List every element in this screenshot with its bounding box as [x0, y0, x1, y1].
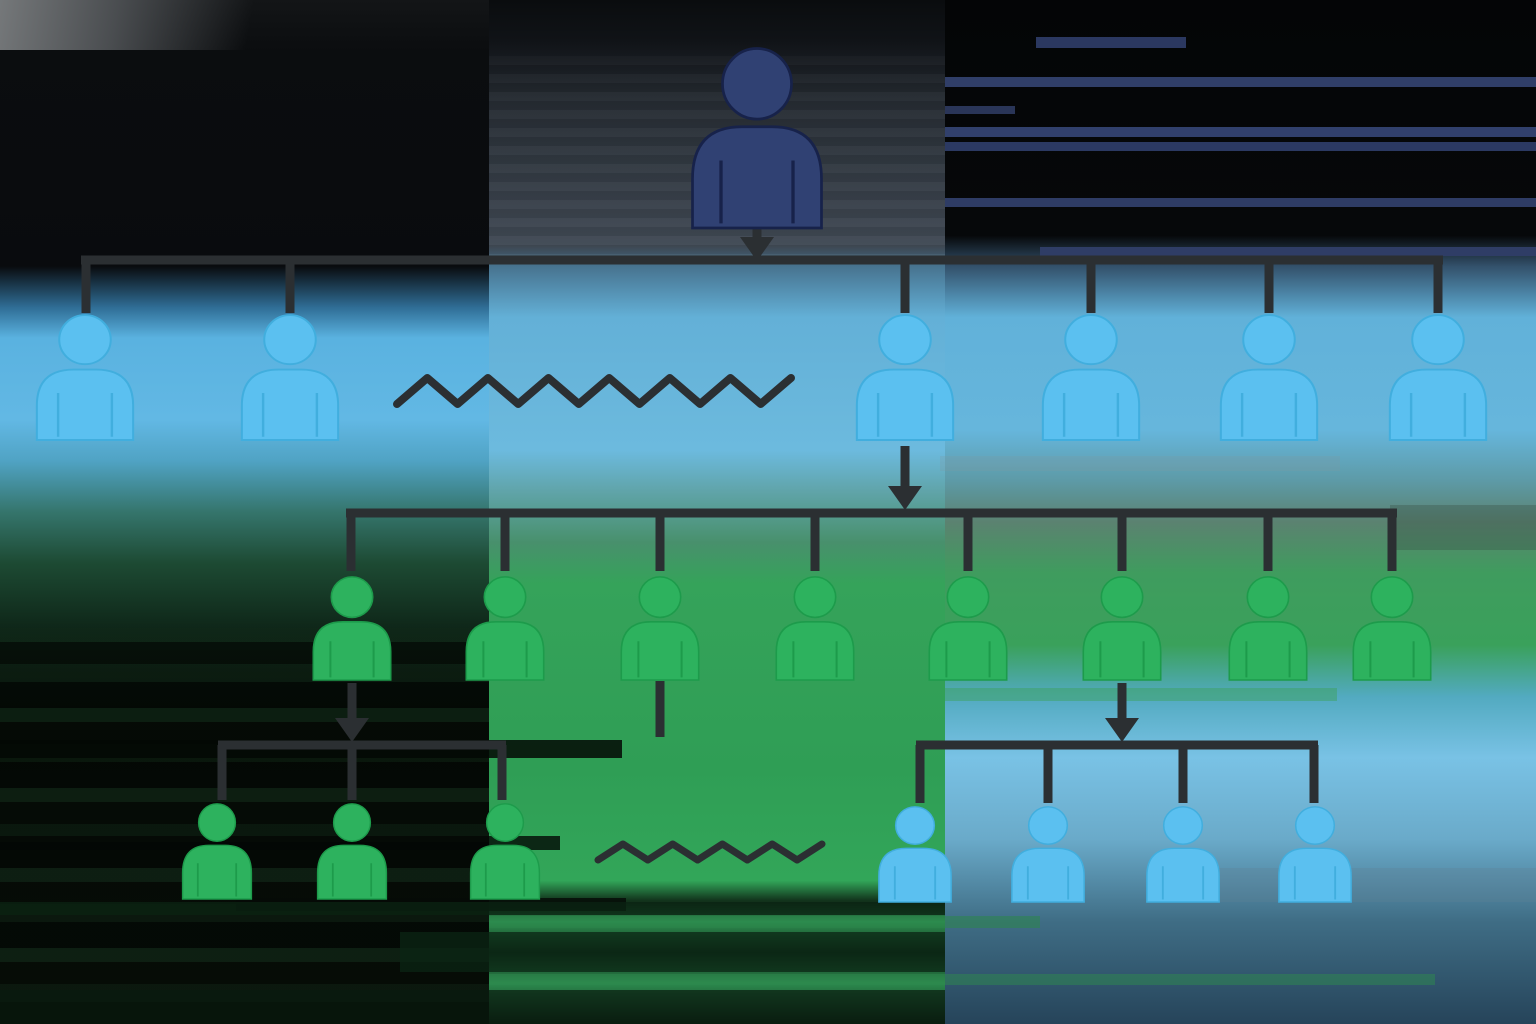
connector-line: [963, 513, 973, 571]
connector-line: [81, 260, 91, 313]
person-level3-6: [1077, 576, 1167, 681]
person-icon: [240, 314, 340, 441]
level4-right-rail: [916, 740, 1318, 750]
person-level4R-3: [1141, 806, 1225, 903]
person-level2-2: [234, 314, 346, 441]
connector-line: [1086, 260, 1096, 313]
connector-line: [1117, 513, 1127, 571]
person-level4R-2: [1006, 806, 1090, 903]
truncation-zigzag-bottom: [594, 840, 826, 864]
person-icon: [469, 803, 541, 900]
person-level2-4: [1035, 314, 1147, 441]
connector-line: [810, 513, 820, 571]
connector-line: [1263, 513, 1273, 571]
person-icon: [1082, 576, 1162, 681]
person-icon: [1352, 576, 1432, 681]
person-icon: [1011, 806, 1085, 903]
person-level2-6: [1382, 314, 1494, 441]
person-icon: [1041, 314, 1141, 441]
person-icon: [855, 314, 955, 441]
arrow-level2-3-to-level3: [900, 446, 910, 486]
level2-rail: [81, 255, 1443, 265]
arrow-root-to-level2-head: [740, 237, 774, 261]
arrow-root-to-level2: [752, 227, 762, 237]
person-level3-2: [460, 576, 550, 681]
person-icon: [1146, 806, 1220, 903]
level4-left-rail: [218, 740, 506, 750]
connector-line: [900, 260, 910, 313]
person-icon: [928, 576, 1008, 681]
person-level4L-3: [465, 803, 545, 900]
connector-line: [217, 745, 227, 800]
connector-line: [1387, 513, 1397, 571]
arrow-level3-6-to-children: [1117, 683, 1127, 718]
person-level4R-4: [1273, 806, 1357, 903]
person-icon: [465, 576, 545, 681]
person-level2-3: [849, 314, 961, 441]
stub-under-level3-3: [655, 681, 665, 737]
person-level4R-1: [873, 806, 957, 903]
person-level4L-1: [177, 803, 257, 900]
person-icon: [775, 576, 855, 681]
connector-line: [346, 513, 356, 571]
person-icon: [35, 314, 135, 441]
person-icon: [1219, 314, 1319, 441]
person-icon: [620, 576, 700, 681]
person-icon: [312, 576, 392, 681]
connector-line: [1309, 745, 1319, 803]
arrow-level3-1-to-children: [347, 683, 357, 718]
person-icon: [1228, 576, 1308, 681]
person-icon: [316, 803, 388, 900]
arrow-level3-1-to-children-head: [335, 718, 369, 742]
person-icon: [181, 803, 253, 900]
person-level4L-2: [312, 803, 392, 900]
connector-line: [655, 513, 665, 571]
person-level3-3: [615, 576, 705, 681]
person-icon: [1388, 314, 1488, 441]
person-icon: [878, 806, 952, 903]
level3-rail: [346, 508, 1397, 518]
person-level3-4: [770, 576, 860, 681]
truncation-zigzag-top: [393, 374, 795, 408]
connector-line: [497, 745, 507, 800]
arrow-level2-3-to-level3-head: [888, 486, 922, 510]
person-root: [682, 47, 832, 230]
person-level2-5: [1213, 314, 1325, 441]
connector-line: [500, 513, 510, 571]
person-icon: [1278, 806, 1352, 903]
connector-line: [285, 260, 295, 313]
connector-line: [1043, 745, 1053, 803]
connector-line: [1264, 260, 1274, 313]
person-icon: [691, 47, 823, 230]
person-level3-8: [1347, 576, 1437, 681]
connector-line: [347, 745, 357, 800]
person-level3-5: [923, 576, 1013, 681]
connector-line: [915, 745, 925, 803]
arrow-level3-6-to-children-head: [1105, 718, 1139, 742]
connector-line: [1178, 745, 1188, 803]
person-level3-1: [307, 576, 397, 681]
person-level2-1: [29, 314, 141, 441]
connector-line: [1433, 260, 1443, 313]
person-level3-7: [1223, 576, 1313, 681]
